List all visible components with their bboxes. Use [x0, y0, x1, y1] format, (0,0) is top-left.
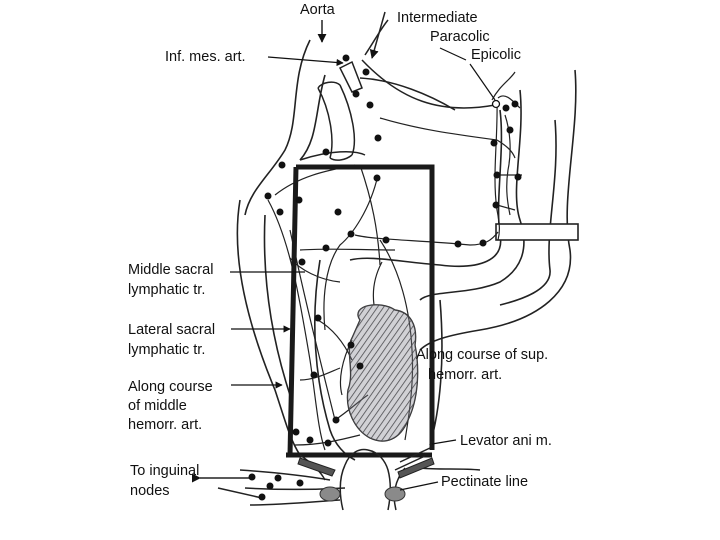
label-middle-hemorr: Along course of middle hemorr. art.: [128, 378, 213, 435]
label-aorta: Aorta: [300, 2, 335, 19]
label-lateral-sacral-line1: Lateral sacral: [128, 320, 215, 340]
label-sup-hemorr-line1: Along course of sup.: [416, 345, 548, 365]
label-middle-hemorr-line3: hemorr. art.: [128, 416, 213, 435]
label-inf-mes-art: Inf. mes. art.: [165, 49, 246, 66]
label-pectinate: Pectinate line: [441, 474, 528, 491]
label-levator: Levator ani m.: [460, 433, 552, 450]
label-middle-hemorr-line1: Along course: [128, 378, 213, 397]
label-epicolic: Epicolic: [471, 47, 521, 64]
label-sup-hemorr: Along course of sup. hemorr. art.: [416, 345, 548, 385]
colon-stump: [496, 224, 578, 240]
epicolic-node-open: [493, 101, 500, 108]
label-lateral-sacral: Lateral sacral lymphatic tr.: [128, 320, 215, 360]
label-middle-sacral-line1: Middle sacral: [128, 260, 213, 280]
label-middle-sacral: Middle sacral lymphatic tr.: [128, 260, 213, 300]
label-lateral-sacral-line2: lymphatic tr.: [128, 340, 215, 360]
label-intermediate: Intermediate: [397, 10, 478, 27]
label-paracolic: Paracolic: [430, 29, 490, 46]
label-inguinal-line2: nodes: [130, 481, 199, 501]
label-middle-hemorr-line2: of middle: [128, 397, 213, 416]
label-inguinal-line1: To inguinal: [130, 461, 199, 481]
label-sup-hemorr-line2: hemorr. art.: [416, 365, 548, 385]
tumor-mass: [347, 305, 417, 441]
pectinate-marks: [320, 487, 405, 501]
label-middle-sacral-line2: lymphatic tr.: [128, 280, 213, 300]
label-inguinal: To inguinal nodes: [130, 461, 199, 501]
